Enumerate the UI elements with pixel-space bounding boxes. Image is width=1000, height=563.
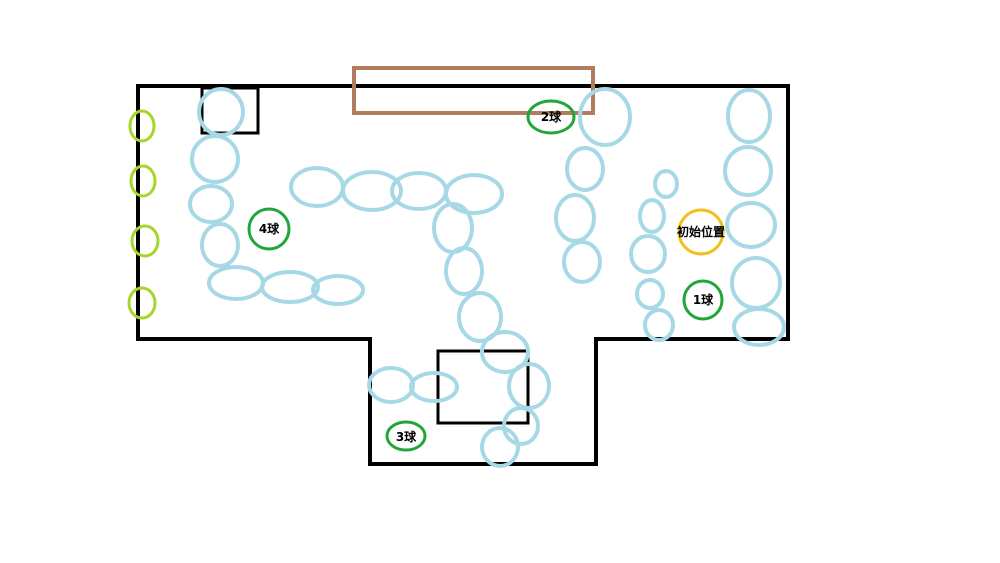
obstacles — [188, 87, 786, 468]
obstacle — [726, 88, 772, 144]
obstacle — [409, 371, 459, 403]
obstacle — [207, 265, 265, 301]
ball-ring — [682, 279, 724, 321]
ball-2-label: 2球 — [541, 109, 562, 124]
ball-4: 4球 — [247, 207, 291, 251]
start-position: 初始位置 — [677, 208, 725, 256]
obstacle — [457, 291, 503, 343]
obstacle — [188, 184, 234, 224]
ball-1-label: 1球 — [693, 292, 714, 307]
obstacle — [341, 170, 403, 212]
ball-ring — [526, 99, 576, 135]
obstacle — [480, 330, 530, 374]
start-ring — [677, 208, 725, 256]
obstacle — [289, 166, 345, 208]
ball-3-label: 3球 — [396, 429, 417, 444]
obstacle — [190, 134, 240, 184]
corner-box — [200, 86, 260, 135]
obstacle — [200, 222, 240, 268]
obstacle — [432, 202, 474, 254]
obstacle — [629, 234, 667, 274]
obstacle — [197, 87, 245, 137]
arena-wall — [136, 84, 790, 466]
obstacle — [444, 246, 484, 296]
obstacle — [723, 145, 773, 197]
start-label: 初始位置 — [677, 224, 725, 239]
ball-3: 3球 — [385, 420, 427, 452]
ball-1: 1球 — [682, 279, 724, 321]
obstacle — [562, 240, 602, 284]
obstacle — [260, 270, 320, 304]
side-markers — [127, 109, 160, 320]
obstacle — [554, 193, 596, 243]
obstacle — [444, 173, 504, 215]
obstacle — [565, 146, 605, 192]
side-marker — [130, 224, 160, 258]
obstacle — [578, 87, 632, 147]
obstacle — [730, 256, 782, 310]
obstacle — [311, 274, 365, 306]
obstacle — [653, 169, 679, 199]
obstacle — [732, 307, 786, 347]
side-marker — [128, 109, 156, 143]
side-marker — [129, 164, 157, 198]
obstacle — [725, 201, 777, 249]
ball-2: 2球 — [526, 99, 576, 135]
ball-ring — [247, 207, 291, 251]
ball-4-label: 4球 — [259, 221, 280, 236]
obstacle — [502, 406, 540, 446]
obstacle — [643, 308, 675, 342]
ball-ring — [385, 420, 427, 452]
top-bar — [352, 66, 595, 115]
obstacle — [635, 278, 665, 310]
obstacle — [638, 198, 666, 234]
obstacle — [480, 426, 520, 468]
side-marker — [127, 286, 157, 320]
obstacle — [367, 366, 415, 404]
